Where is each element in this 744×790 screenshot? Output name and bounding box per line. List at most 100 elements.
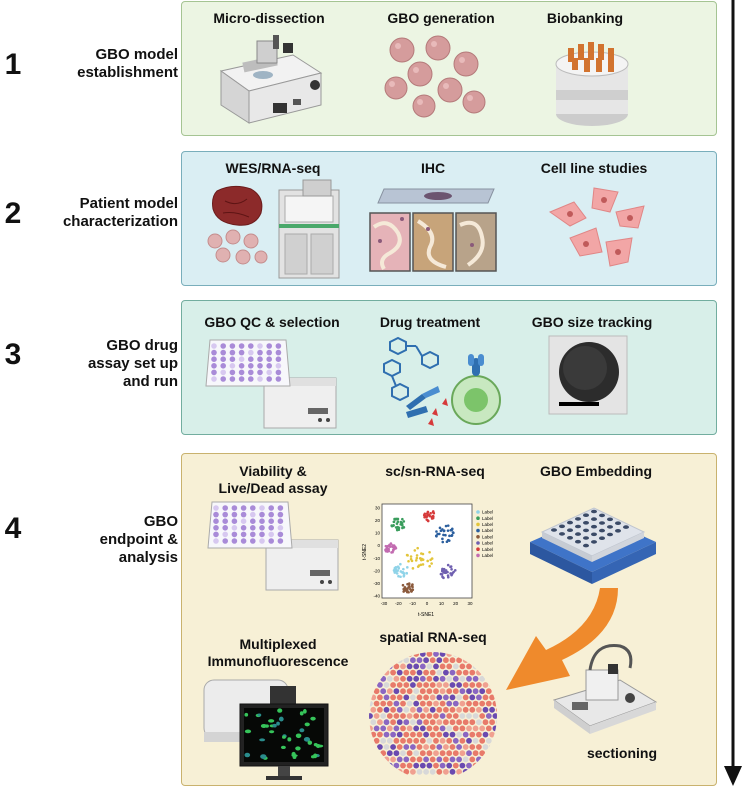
tsne-legend-label: Label <box>482 522 493 527</box>
spatial-spot <box>373 663 380 670</box>
item-viability-line-1: Viability & <box>239 463 307 479</box>
if-cell <box>287 737 292 742</box>
spatial-spot <box>456 669 462 676</box>
spatial-spot <box>373 750 380 757</box>
item-wes-rna-seq: WES/RNA-seq <box>225 160 321 176</box>
spatial-spot <box>436 731 443 738</box>
spatial-spot <box>446 675 453 682</box>
if-cell <box>282 735 286 739</box>
item-gbo-embedding: GBO Embedding <box>540 463 652 479</box>
spatial-spot <box>370 744 377 750</box>
tsne-point <box>444 524 448 528</box>
tsne-point <box>430 562 433 565</box>
sequencer-icon <box>278 179 340 279</box>
spatial-spot <box>485 700 492 707</box>
spatial-spot <box>476 669 482 676</box>
spatial-spot <box>482 706 489 713</box>
tsne-xtick: -10 <box>409 601 416 606</box>
well <box>220 376 226 382</box>
if-cell <box>303 737 311 742</box>
spatial-spot <box>482 768 489 775</box>
spatial-spot <box>472 713 479 719</box>
spatial-spot <box>369 663 373 670</box>
tsne-point <box>445 540 449 543</box>
spatial-spot <box>403 719 410 726</box>
spatial-spot <box>492 713 497 719</box>
spatial-spot <box>370 657 377 664</box>
tsne-point <box>452 570 455 574</box>
spatial-spot <box>456 744 462 750</box>
spatial-spot <box>393 750 400 757</box>
well <box>229 343 236 349</box>
spatial-spot <box>377 731 383 738</box>
spatial-spot <box>393 652 400 657</box>
step-label-4-line-3: analysis <box>118 549 178 566</box>
tsne-point <box>448 534 451 538</box>
well <box>248 356 254 362</box>
well <box>248 376 254 382</box>
spatial-spot <box>485 663 492 670</box>
well <box>238 376 245 382</box>
spatial-spot <box>446 737 453 744</box>
if-cell <box>272 723 277 728</box>
spatial-spot <box>449 694 456 701</box>
embedding-well <box>575 539 581 544</box>
embedding-well <box>591 540 597 544</box>
spatial-spot <box>433 652 439 657</box>
spatial-spot <box>459 700 466 707</box>
spatial-spot <box>386 713 393 719</box>
tsne-point <box>402 567 405 571</box>
well <box>250 531 256 538</box>
spatial-spot <box>369 688 373 695</box>
item-biobanking: Biobanking <box>546 10 624 26</box>
spatial-spot <box>406 663 413 670</box>
spatial-spot <box>469 694 476 701</box>
tsne-point <box>421 558 425 561</box>
step-label-1-line-2: establishment <box>77 64 178 81</box>
spatial-spot <box>476 694 482 701</box>
spatial-spot <box>390 706 396 713</box>
spatial-spot <box>403 669 410 676</box>
spatial-spot <box>436 694 443 701</box>
spatial-spot <box>373 688 380 695</box>
tsne-point <box>405 572 409 575</box>
spatial-spot <box>390 694 396 701</box>
item-viability-assay: Viability & Live/Dead assay <box>198 463 348 497</box>
step-label-4: GBO endpoint & analysis <box>38 513 178 567</box>
spatial-spot <box>410 731 416 738</box>
spatial-spot <box>492 688 497 695</box>
spatial-spot <box>433 663 439 670</box>
spatial-spot <box>439 725 446 732</box>
spatial-spot <box>479 652 486 657</box>
spatial-spot <box>413 688 420 695</box>
tsne-legend-label: Label <box>482 541 493 546</box>
embedding-well <box>591 532 597 537</box>
well <box>266 369 272 376</box>
step-label-3-line-1: GBO drug <box>106 337 178 354</box>
tsne-legend-swatch <box>476 547 480 551</box>
well <box>231 505 238 511</box>
well <box>277 505 284 511</box>
spatial-spot <box>446 725 453 732</box>
spatial-spot <box>466 675 472 682</box>
spatial-spot <box>370 756 377 763</box>
well <box>240 531 247 538</box>
spatial-spot <box>373 762 380 769</box>
well <box>213 525 219 531</box>
spatial-spot <box>370 731 377 738</box>
spatial-spot <box>466 688 472 695</box>
spatial-spot <box>436 669 443 676</box>
spatial-spot <box>492 652 497 657</box>
embedding-well <box>583 528 589 533</box>
tsne-point <box>446 563 450 567</box>
embedding-well <box>599 536 605 540</box>
organoids-icon <box>384 35 486 118</box>
spatial-spot <box>449 768 456 775</box>
step-number-4: 4 <box>4 512 22 545</box>
well <box>248 369 254 376</box>
spatial-spot <box>413 750 420 757</box>
spatial-spot <box>462 657 469 664</box>
spatial-spot <box>406 762 413 769</box>
tsne-point <box>399 520 403 524</box>
spatial-spot <box>489 682 495 688</box>
